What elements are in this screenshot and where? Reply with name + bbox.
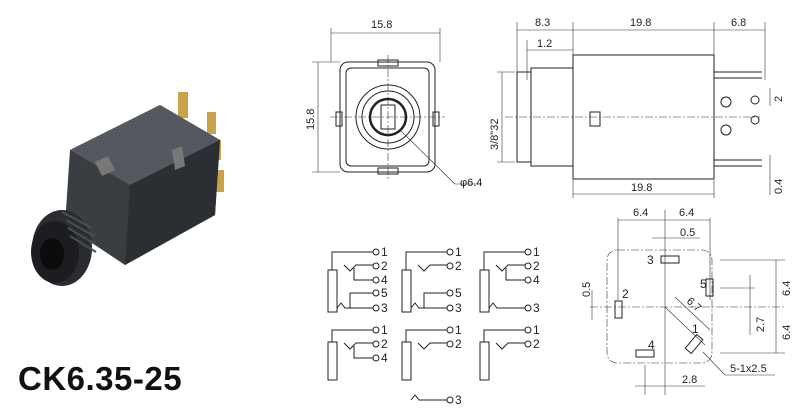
front-width-dim: 15.8 [371,19,392,31]
pcb-hole-note: 5-1x2.5 [730,363,767,375]
pcb-pin-2-label: 2 [622,287,629,301]
schematic-pin-label: 4 [533,273,540,287]
schematic-pin-label: 1 [533,323,540,337]
schematic-pin-label: 2 [533,259,540,273]
pcb-right-x-dim: 6.4 [679,207,694,219]
pcb-pin-5-label: 5 [700,277,707,291]
pcb-bottom-x-dim: 2.8 [682,374,697,386]
schematic-pin-label: 2 [455,259,462,273]
front-height-dim: 15.8 [305,109,317,130]
pin-thickness-dim: 0.4 [773,179,785,194]
body-length-dim: 19.8 [631,182,652,194]
schematic-2: 12 53 [401,245,462,315]
front-view: 15.8 15.8 φ6.4 [305,19,482,189]
pcb-pin-3-label: 3 [647,253,654,267]
side-dim-d: 1.2 [537,38,552,50]
schematic-pin-label: 1 [381,323,388,337]
schematic-pin-label: 2 [381,259,388,273]
schematic-pin-label: 3 [455,301,462,315]
pcb-lower-y-dim: 6.4 [781,325,793,340]
pcb-diagonal-dim: 6.7 [684,295,703,314]
schematic-pin-label: 2 [533,337,540,351]
pcb-pin5-y-dim: 2.7 [755,317,767,332]
schematic-pin-label: 2 [455,337,462,351]
pcb-left-x-dim: 6.4 [633,207,648,219]
bore-diameter-dim: φ6.4 [460,177,482,189]
thread-dim: 3/8"32 [489,119,501,150]
schematic-pin-label: 1 [381,245,388,259]
side-dim-a: 8.3 [535,17,550,29]
schematic-4: 124 [327,323,388,381]
schematic-pin-label: 3 [455,393,462,407]
schematic-pin-label: 4 [381,273,388,287]
schematic-pin-label: 1 [455,323,462,337]
pcb-offset-left-dim: 0.5 [581,282,593,297]
pin-pitch-dim: 2 [773,96,785,102]
product-model-title: CK6.35-25 [18,360,183,397]
pcb-pin-1-label: 1 [692,322,699,336]
schematic-pin-label: 1 [533,245,540,259]
schematic-5: 12 3 [401,323,462,407]
schematic-pin-label: 1 [455,245,462,259]
pcb-offset-top-dim: 0.5 [680,227,695,239]
schematic-pin-label: 3 [381,301,388,315]
schematic-pin-label: 5 [455,286,462,300]
pcb-upper-y-dim: 6.4 [781,281,793,296]
schematic-pin-label: 2 [381,337,388,351]
schematic-pin-label: 5 [381,286,388,300]
product-photo [31,92,224,286]
schematic-6: 12 [479,323,540,381]
side-dim-b: 19.8 [630,17,651,29]
schematic-pin-label: 3 [533,301,540,315]
schematic-pin-label: 4 [381,351,388,365]
pcb-layout: 6.4 6.4 0.5 3 5 2 4 1 0.5 6.4 6.4 2.7 6.… [581,207,793,395]
side-view: 8.3 19.8 6.8 1.2 3/8"32 2 19.8 0.4 [489,17,785,198]
side-dim-c: 6.8 [731,17,746,29]
pcb-pin-4-label: 4 [648,338,655,352]
schematic-3: 124 3 [479,245,540,315]
